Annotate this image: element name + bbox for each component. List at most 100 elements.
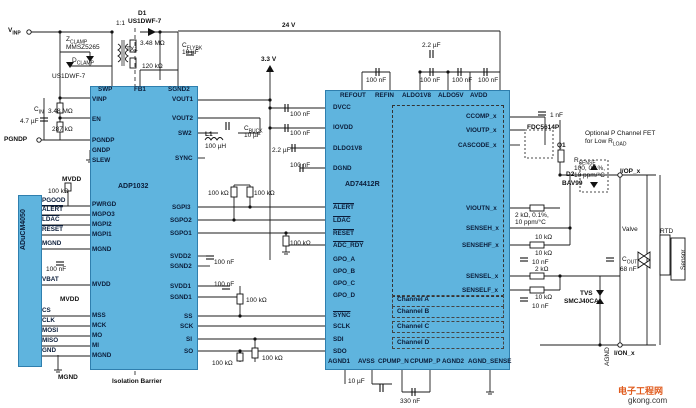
- adp-pin-so: SO: [184, 348, 194, 355]
- adp-pin-fb1: FB1: [134, 86, 146, 93]
- d2-part: BAV99: [562, 180, 583, 187]
- aducm4050-chip: [18, 195, 42, 367]
- r-100k-e-label: 100 kΩ: [212, 360, 233, 367]
- adp-pin-ss: SS: [184, 313, 193, 320]
- adp-pin-pwrgd: PWRGD: [92, 201, 117, 208]
- r-348m-b-label: 3.48 MΩ: [48, 108, 73, 115]
- channel-c-label: Channel C: [397, 323, 430, 330]
- adp-pin-sgpo2: SGPO2: [170, 217, 192, 224]
- c-100nf-vbat-label: 100 nF: [46, 266, 67, 273]
- ad-pin-avss: AVSS: [358, 358, 375, 365]
- adp-pin-gndp: GNDP: [92, 147, 111, 154]
- adum-pin-miso: MISO: [42, 337, 59, 344]
- adp-pin-en: EN: [92, 116, 101, 123]
- r-287k-label: 287 kΩ: [52, 126, 73, 133]
- c-iovdd-label: 100 nF: [290, 130, 311, 137]
- fet-note-line1: Optional P Channel FET: [585, 130, 656, 137]
- ad-pin-adc-rdy: ADC_RDY: [333, 242, 364, 249]
- dclamp-part: US1DWF-7: [52, 73, 86, 80]
- watermark-brand: 电子工程网: [618, 386, 664, 396]
- r-100k-f-label: 100 kΩ: [262, 355, 283, 362]
- cout-label: COUT: [622, 256, 638, 266]
- adp-pin-sgnd2-top: SGND2: [168, 86, 190, 93]
- ad-pin-gpo-a: GPO_A: [333, 256, 356, 263]
- ad-pin-gpo-c: GPO_C: [333, 280, 356, 287]
- adum-pin-vbat: VBAT: [42, 276, 59, 283]
- adp-pin-sw2: SW2: [178, 130, 192, 137]
- channel-a-region: [392, 105, 504, 297]
- ad-pin-sensel: SENSEL_x: [466, 273, 499, 280]
- sensor-label: Sensor: [680, 249, 687, 270]
- c-avdd-label: 100 nF: [478, 77, 499, 84]
- c-100nf-svdd-label: 100 nF: [214, 259, 235, 266]
- cbuck-value: 10 µF: [244, 132, 261, 139]
- adp1032-chip: [90, 86, 198, 370]
- transformer-name: TX1: [126, 46, 138, 53]
- adp-pin-mgnd: MGND: [92, 246, 112, 253]
- c-330nf-label: 330 nF: [400, 398, 421, 405]
- adum-pin-pgood: PGOOD: [42, 197, 66, 204]
- ad-pin-ldac: LDAC: [333, 217, 351, 224]
- ion-label: I/ON_x: [614, 350, 635, 357]
- l1-label: L1: [205, 131, 213, 138]
- dclamp-label: DCLAMP: [72, 57, 94, 67]
- ad-pin-sensehf: SENSEHF_x: [462, 242, 499, 249]
- adp-pin-sck: SCK: [180, 323, 194, 330]
- diode-d1-part: US1DWF-7: [128, 18, 162, 25]
- ad74412r-chip: [325, 90, 510, 370]
- l1-value: 100 µH: [205, 143, 227, 150]
- adp-pin-vinp: VINP: [92, 96, 107, 103]
- ad-pin-refout: REFOUT: [340, 92, 366, 99]
- ad-pin-ccomp: CCOMP_x: [466, 113, 497, 120]
- ad-pin-sdo: SDO: [333, 348, 347, 355]
- channel-d-box: [392, 337, 504, 349]
- ad-pin-vioutp: VIOUTP_x: [466, 127, 497, 134]
- adp-pin-mvdd: MVDD: [92, 281, 111, 288]
- ad-pin-gpo-b: GPO_B: [333, 268, 356, 275]
- adp-pin-vout2: VOUT2: [172, 115, 193, 122]
- zclamp-part: MMSZ5265: [66, 44, 100, 51]
- rsense-value: 100, 0.1%,: [574, 165, 606, 172]
- aducm4050-label: ADuCM4050: [20, 209, 27, 250]
- adum-pin-mgnd: MGND: [42, 240, 62, 247]
- cin-label: CIN: [34, 106, 44, 116]
- adp-pin-sync: SYNC: [175, 155, 193, 162]
- c-10uf-agnd-label: 10 µF: [348, 378, 365, 385]
- cout-value: 68 nF: [620, 266, 637, 273]
- adp-pin-svdd1: SVDD1: [170, 283, 191, 290]
- adp-pin-mi: MI: [92, 342, 99, 349]
- channel-a-label: Channel A: [397, 296, 429, 303]
- rail-3v3-label: 3.3 V: [261, 56, 277, 63]
- adp-pin-sgpi3: SGPI3: [172, 204, 191, 211]
- channel-b-box: [392, 306, 504, 318]
- ad-pin-dldo1v8: DLDO1V8: [333, 145, 363, 152]
- d2-label: D2: [566, 171, 575, 178]
- c-dvcc-label: 100 nF: [290, 111, 311, 118]
- c-dldo2-label: 100 nF: [290, 162, 311, 169]
- ad-pin-gpo-d: GPO_D: [333, 292, 356, 299]
- channel-b-label: Channel B: [397, 308, 430, 315]
- mvdd-label-mid: MVDD: [60, 296, 80, 303]
- adum-pin-clk: CLK: [42, 317, 55, 324]
- adp-pin-si: SI: [186, 336, 192, 343]
- r-100k-pg-label: 100 kΩ: [48, 188, 69, 195]
- ad-pin-cpump-n: CPUMP_N: [378, 358, 409, 365]
- r-100k-b-label: 100 kΩ: [254, 190, 275, 197]
- adum-pin-reset: RESET: [42, 226, 63, 233]
- adp-pin-mgpo3: MGPO3: [92, 211, 115, 218]
- c-ald5-label: 100 nF: [452, 77, 473, 84]
- adp1032-label: ADP1032: [118, 183, 149, 190]
- vinp-label: VINP: [8, 27, 21, 37]
- rsense-label: RSENSE: [574, 157, 596, 167]
- ad74412r-label: AD74412R: [345, 181, 380, 188]
- ad-pin-refin: REFIN: [375, 92, 394, 99]
- r-10k-a-label: 10 kΩ: [535, 234, 553, 241]
- rsense-tc: 10 ppm/°C: [574, 172, 605, 179]
- cin-value: 4.7 µF: [20, 118, 39, 125]
- r-100k-d-label: 100 kΩ: [246, 297, 267, 304]
- cbuck-label: CBUCK: [244, 125, 263, 135]
- ad-pin-senself: SENSELF_x: [462, 287, 499, 294]
- r-2k-01-tc: 10 ppm/°C: [515, 219, 546, 226]
- r-2k-01-label: 2 kΩ, 0.1%,: [515, 212, 549, 219]
- rtd-label: RTD: [660, 228, 674, 235]
